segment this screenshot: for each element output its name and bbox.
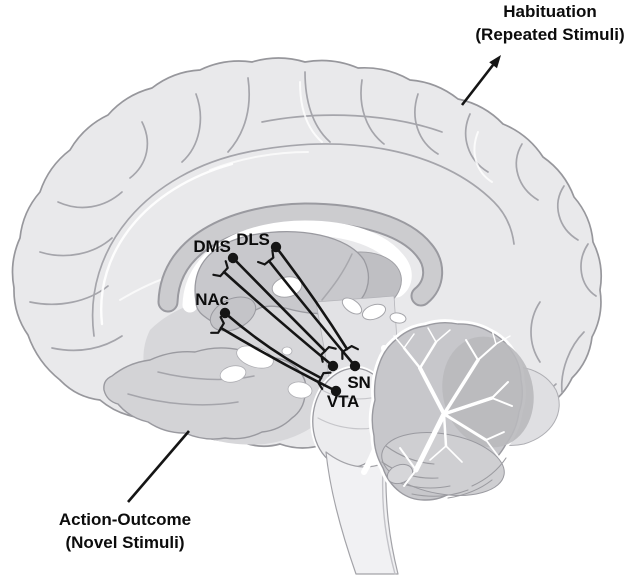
dot-nac — [219, 307, 231, 319]
action-outcome-line2: (Novel Stimuli) — [65, 533, 185, 552]
pathway-sn-to-dls-terminal — [257, 249, 275, 266]
pathway-nac-to-vta — [223, 311, 323, 380]
dot-sn-right — [349, 360, 361, 372]
habituation-arrow — [460, 55, 501, 106]
dot-vta — [330, 385, 342, 397]
pathway-vta-to-nac — [219, 326, 338, 393]
pathway-vta-to-nac-terminal — [210, 316, 225, 334]
dot-sn-left — [327, 360, 339, 372]
annotation-action-outcome: Action-Outcome (Novel Stimuli) — [59, 508, 191, 554]
action-outcome-line1: Action-Outcome — [58, 510, 192, 529]
dot-dms — [227, 252, 239, 264]
pathway-sn-to-dms — [222, 270, 335, 368]
pathway-dls-to-sn — [274, 245, 349, 351]
dopaminergic-pathways — [210, 241, 361, 397]
label-dls: DLS — [236, 230, 270, 249]
dot-dls — [270, 241, 282, 253]
habituation-line2: (Repeated Stimuli) — [475, 25, 625, 44]
action-outcome-line — [127, 430, 190, 503]
pathway-dms-to-sn — [231, 256, 327, 353]
annotation-habituation: Habituation (Repeated Stimuli) — [475, 0, 624, 46]
label-dms: DMS — [193, 237, 231, 256]
label-sn: SN — [347, 373, 371, 392]
pathway-sn-to-dls — [267, 259, 357, 368]
label-vta: VTA — [326, 392, 360, 411]
pathway-sn-to-dms-terminal — [212, 260, 229, 278]
label-nac: NAc — [195, 290, 229, 309]
habituation-line1: Habituation — [503, 2, 597, 21]
